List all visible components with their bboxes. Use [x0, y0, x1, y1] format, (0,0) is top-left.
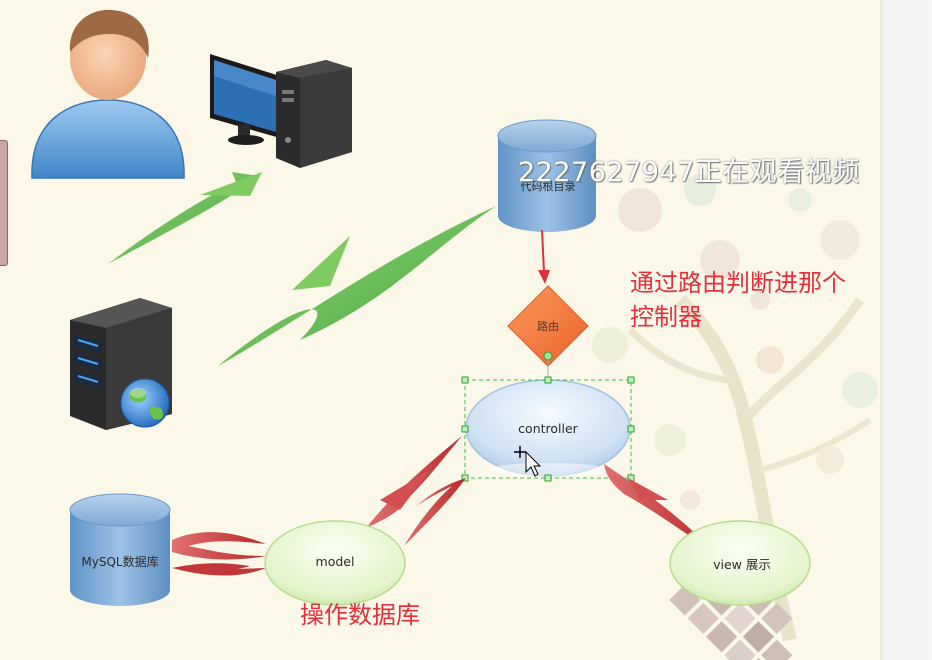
resize-handle[interactable] — [627, 376, 635, 384]
user-icon — [31, 9, 185, 179]
arrow-model-to-mysql — [172, 563, 266, 576]
resize-handle[interactable] — [461, 376, 469, 384]
arrow-controller-to-model — [404, 478, 466, 546]
view-ellipse[interactable] — [669, 520, 811, 606]
model-annotation: 操作数据库 — [300, 601, 420, 629]
router-annotation-line1: 通过路由判断进那个 — [630, 269, 846, 297]
router-label: 路由 — [537, 320, 559, 333]
mysql-cylinder[interactable] — [69, 493, 171, 606]
cursor-move-icon — [514, 446, 542, 477]
viewer-watermark: 2227627947正在观看视频 — [518, 157, 860, 188]
right-gutter — [880, 0, 932, 660]
arrow-server-to-code-root — [218, 206, 496, 366]
arrow-model-to-controller-fin — [380, 470, 430, 510]
desktop-computer-icon — [210, 54, 352, 168]
model-label: model — [315, 554, 355, 569]
view-label: view 展示 — [713, 557, 771, 572]
mysql-label: MySQL数据库 — [81, 555, 159, 569]
diagram-svg — [31, 9, 878, 660]
arrow-controller-to-view — [604, 464, 714, 552]
selection-box[interactable] — [461, 351, 635, 482]
router-annotation-line2: 控制器 — [630, 303, 702, 331]
resize-handle[interactable] — [627, 425, 635, 433]
arrow-mysql-to-model — [172, 532, 266, 560]
code-root-label: 代码根目录 — [520, 180, 576, 193]
code-root-cylinder[interactable] — [497, 119, 597, 232]
resize-handle[interactable] — [544, 376, 552, 384]
resize-handle[interactable] — [461, 425, 469, 433]
diagram-canvas[interactable]: 代码根目录 路由 controller model view 展示 MySQL数… — [0, 0, 880, 660]
globe-icon — [120, 378, 170, 428]
arrow-code-root-to-router — [538, 229, 550, 284]
arrow-computer-to-server-tail — [200, 172, 262, 196]
left-panel-tab[interactable] — [0, 140, 8, 266]
controller-label: controller — [518, 421, 578, 436]
model-ellipse[interactable] — [264, 520, 406, 606]
resize-handle[interactable] — [544, 474, 552, 482]
router-annotation: 通过路由判断进那个 控制器 — [630, 266, 880, 334]
resize-handle[interactable] — [461, 474, 469, 482]
rotate-handle[interactable] — [543, 351, 553, 361]
arrow-server-to-code-root-fin — [292, 236, 350, 290]
arrow-controller-to-view-fin — [628, 478, 668, 500]
